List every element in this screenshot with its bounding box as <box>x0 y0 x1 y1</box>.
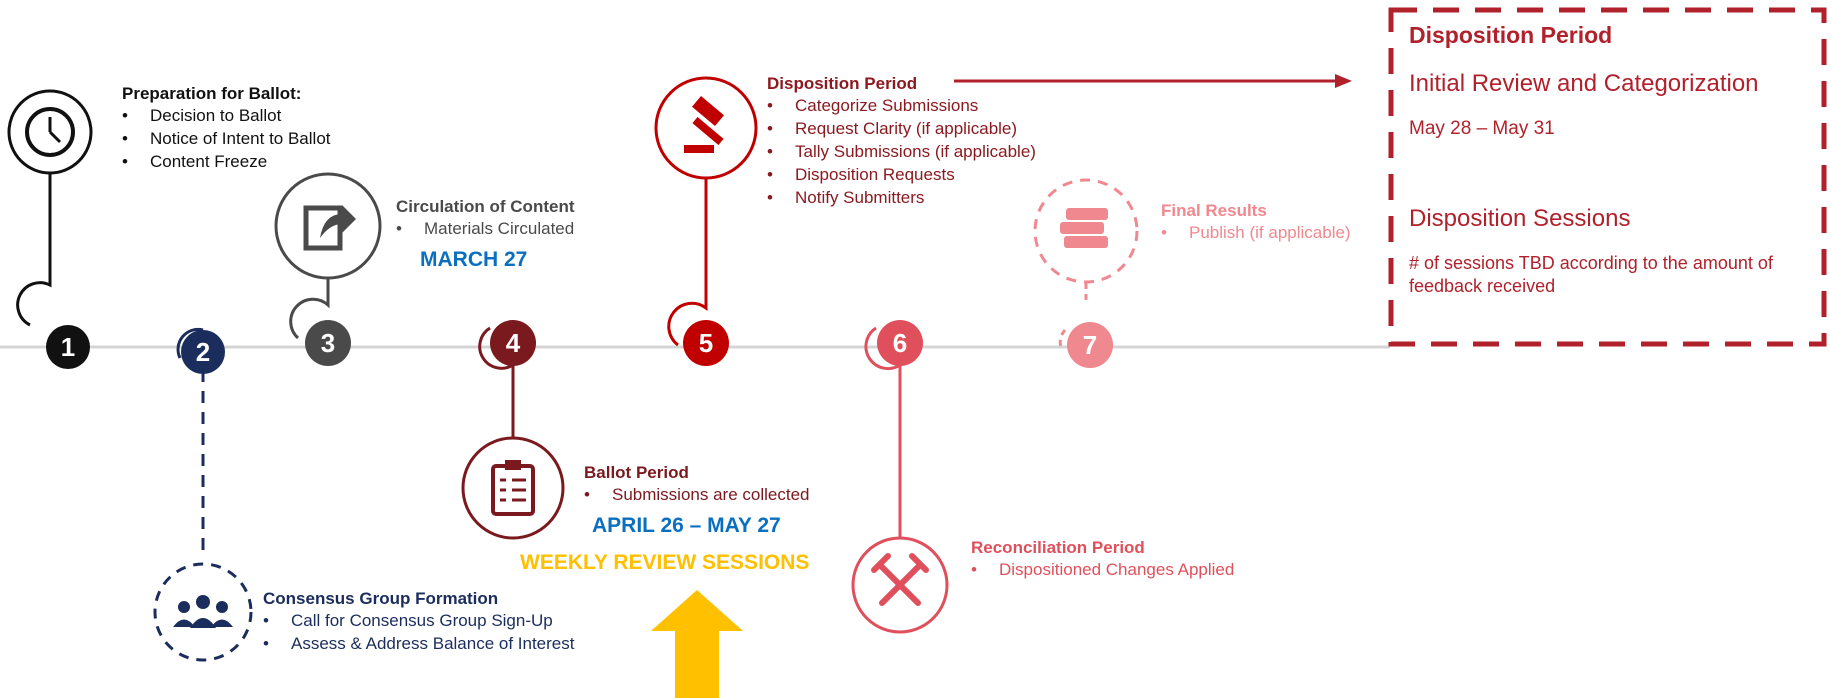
step-number-4-text: 4 <box>506 328 521 358</box>
connector-2-arc <box>176 327 204 359</box>
step4-title: Ballot Period <box>584 463 689 482</box>
step-number-2-text: 2 <box>196 337 210 367</box>
step5-title: Disposition Period <box>767 74 918 93</box>
step7-block: Final Results Publish (if applicable) <box>1161 201 1351 244</box>
connector-4 <box>478 326 515 440</box>
step2-block: Consensus Group Formation Call for Conse… <box>263 589 574 655</box>
gavel-icon <box>684 95 724 153</box>
step7-bullet: Publish (if applicable) <box>1161 221 1351 244</box>
step2-bullet: Assess & Address Balance of Interest <box>263 632 574 655</box>
step5-bullet: Disposition Requests <box>767 163 1036 186</box>
step2-icon-circle <box>153 562 253 662</box>
step3-block: Circulation of Content Materials Circula… <box>396 197 574 240</box>
step1-title: Preparation for Ballot: <box>122 84 302 103</box>
connector-5 <box>667 178 708 347</box>
connector-1 <box>16 164 52 327</box>
step1-bullet: Decision to Ballot <box>122 104 331 127</box>
callout-dates: May 28 – May 31 <box>1409 118 1555 139</box>
step4-icon-circle <box>461 436 565 540</box>
callout-arrow-head <box>1335 74 1352 88</box>
step2-title: Consensus Group Formation <box>263 589 499 608</box>
step-number-5 <box>683 320 729 366</box>
callout-subtitle-sessions: Disposition Sessions <box>1409 205 1631 232</box>
connector-6 <box>864 326 902 538</box>
weekly-review-label: WEEKLY REVIEW SESSIONS <box>520 551 810 574</box>
weekly-up-arrow <box>651 590 743 698</box>
connector-7 <box>1058 283 1088 351</box>
step5-bullet: Tally Submissions (if applicable) <box>767 140 1036 163</box>
step4-bullet: Submissions are collected <box>584 483 809 506</box>
step2-bullet: Call for Consensus Group Sign-Up <box>263 609 574 632</box>
step6-bullet: Dispositioned Changes Applied <box>971 558 1234 581</box>
step6-block: Reconciliation Period Dispositioned Chan… <box>971 538 1234 581</box>
tools-icon <box>871 553 929 606</box>
step3-bullet: Materials Circulated <box>396 217 574 240</box>
connector-3 <box>289 275 330 340</box>
step1-bullet: Content Freeze <box>122 150 331 173</box>
step-number-1 <box>46 325 90 369</box>
step6-title: Reconciliation Period <box>971 538 1145 557</box>
step-number-3-text: 3 <box>321 328 335 358</box>
callout-subtitle-review: Initial Review and Categorization <box>1409 70 1759 97</box>
step3-date: MARCH 27 <box>420 248 528 271</box>
step-number-6-text: 6 <box>893 328 907 358</box>
step5-bullet: Categorize Submissions <box>767 94 1036 117</box>
clipboard-icon <box>491 460 535 516</box>
books-icon <box>1060 208 1108 248</box>
step5-bullet: Notify Submitters <box>767 186 1036 209</box>
step-number-2 <box>181 330 225 374</box>
step5-bullet: Request Clarity (if applicable) <box>767 117 1036 140</box>
step5-block: Disposition Period Categorize Submission… <box>767 74 1036 209</box>
callout-box <box>1388 7 1827 347</box>
step-number-7-text: 7 <box>1083 330 1097 360</box>
step1-bullet: Notice of Intent to Ballot <box>122 127 331 150</box>
step3-title: Circulation of Content <box>396 197 575 216</box>
step4-block: Ballot Period Submissions are collected <box>584 463 809 506</box>
step-number-4 <box>490 320 536 366</box>
callout-note: # of sessions TBD according to the amoun… <box>1409 253 1773 296</box>
step-number-6 <box>877 320 923 366</box>
share-icon <box>303 205 356 251</box>
callout-title: Disposition Period <box>1409 22 1613 48</box>
people-icon <box>173 595 233 628</box>
step4-date: APRIL 26 – MAY 27 <box>592 514 781 537</box>
step-number-3 <box>305 320 351 366</box>
step1-block: Preparation for Ballot: Decision to Ball… <box>122 84 331 173</box>
step7-title: Final Results <box>1161 201 1267 220</box>
step-number-7 <box>1067 322 1113 368</box>
step-number-5-text: 5 <box>699 328 713 358</box>
step-number-1-text: 1 <box>61 332 75 362</box>
clock-icon <box>25 107 75 157</box>
